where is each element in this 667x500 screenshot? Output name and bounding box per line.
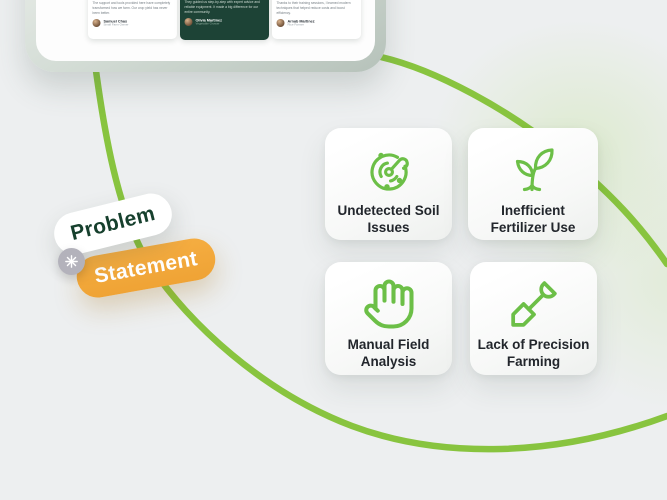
soil-scan-icon — [361, 141, 417, 199]
problem-card-precision-farming[interactable]: Lack of Precision Farming — [470, 262, 597, 375]
problem-card-title: Lack of Precision Farming — [477, 337, 590, 369]
reviewer-name: Samuel Chas — [103, 18, 128, 24]
tablet-screen: ★★★★★ The support and tools provided her… — [36, 0, 375, 61]
avatar — [276, 19, 285, 28]
review-text: Thanks to their training sessions, I lea… — [276, 1, 351, 15]
avatar — [92, 19, 101, 28]
problem-card-undetected-soil[interactable]: Undetected Soil Issues — [325, 128, 452, 240]
avatar — [184, 18, 193, 27]
reviewer-role: Rice Farmer — [287, 23, 305, 27]
problem-card-title: Undetected Soil Issues — [337, 203, 440, 235]
tablet-mockup: ★★★★★ The support and tools provided her… — [25, 0, 386, 72]
problem-card-manual-analysis[interactable]: Manual Field Analysis — [325, 262, 452, 375]
reviewer-role: Vegetable Grower — [195, 22, 220, 26]
reviewer-role: Small Farm Owner — [103, 23, 129, 27]
testimonial-card[interactable]: ★★★★★ Thanks to their training sessions,… — [272, 0, 361, 39]
review-text: They guided us step-by-step with expert … — [184, 0, 260, 14]
problem-card-title: Inefficient Fertilizer Use — [490, 203, 576, 235]
asterisk-badge[interactable] — [58, 248, 85, 275]
review-text: The support and tools provided here have… — [92, 1, 171, 15]
reviewer-name: Arnab Martinez — [287, 18, 315, 24]
testimonial-card[interactable]: ★★★★★ They guided us step-by-step with e… — [180, 0, 269, 40]
orbit-arc-left — [88, 36, 667, 453]
asterisk-icon — [65, 255, 78, 268]
hand-icon — [362, 275, 416, 333]
problem-card-title: Manual Field Analysis — [347, 337, 430, 369]
problem-card-fertilizer[interactable]: Inefficient Fertilizer Use — [468, 128, 598, 240]
statement-pill-label: Statement — [92, 247, 200, 288]
shovel-icon — [509, 275, 559, 333]
testimonial-card[interactable]: ★★★★★ The support and tools provided her… — [88, 0, 177, 39]
sprout-icon — [505, 141, 561, 199]
reviewer-name: Olivia Martinez — [195, 17, 222, 23]
